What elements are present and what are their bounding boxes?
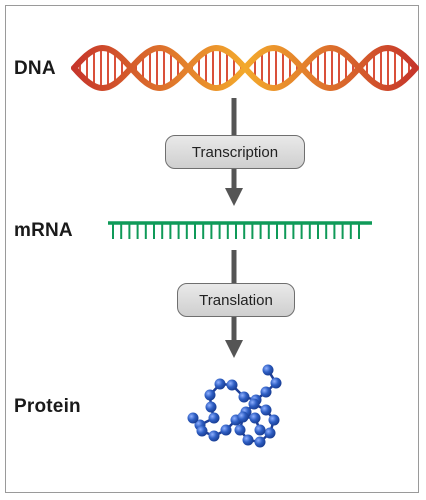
amino-acid-bead [214, 378, 226, 390]
amino-acid-bead [238, 391, 250, 403]
amino-acid-bead [208, 412, 220, 424]
mrna-bases [112, 223, 360, 239]
amino-acid-bead [254, 436, 266, 448]
amino-acid-bead [187, 412, 199, 424]
transcription-box: Transcription [165, 135, 305, 169]
amino-acid-bead [220, 424, 232, 436]
protein-chain [187, 364, 282, 448]
amino-acid-bead [260, 404, 272, 416]
amino-acid-bead [242, 434, 254, 446]
amino-acid-bead [260, 386, 272, 398]
mrna-label: mRNA [14, 220, 73, 241]
amino-acid-bead [268, 414, 280, 426]
amino-acid-bead [254, 424, 266, 436]
protein-amino-acids [187, 364, 282, 448]
amino-acid-bead [196, 425, 208, 437]
amino-acid-bead [237, 411, 249, 423]
protein-label: Protein [14, 396, 81, 417]
amino-acid-bead [264, 427, 276, 439]
amino-acid-bead [249, 412, 261, 424]
dna-strand-b [71, 44, 419, 92]
amino-acid-bead [208, 430, 220, 442]
amino-acid-bead [248, 398, 260, 410]
amino-acid-bead [270, 377, 282, 389]
amino-acid-bead [204, 389, 216, 401]
mrna-strand [108, 221, 372, 239]
translation-box: Translation [177, 283, 295, 317]
amino-acid-bead [226, 379, 238, 391]
dna-label: DNA [14, 58, 56, 79]
amino-acid-bead [234, 424, 246, 436]
amino-acid-bead [262, 364, 274, 376]
amino-acid-bead [205, 401, 217, 413]
dna-base-pairs [79, 50, 410, 86]
